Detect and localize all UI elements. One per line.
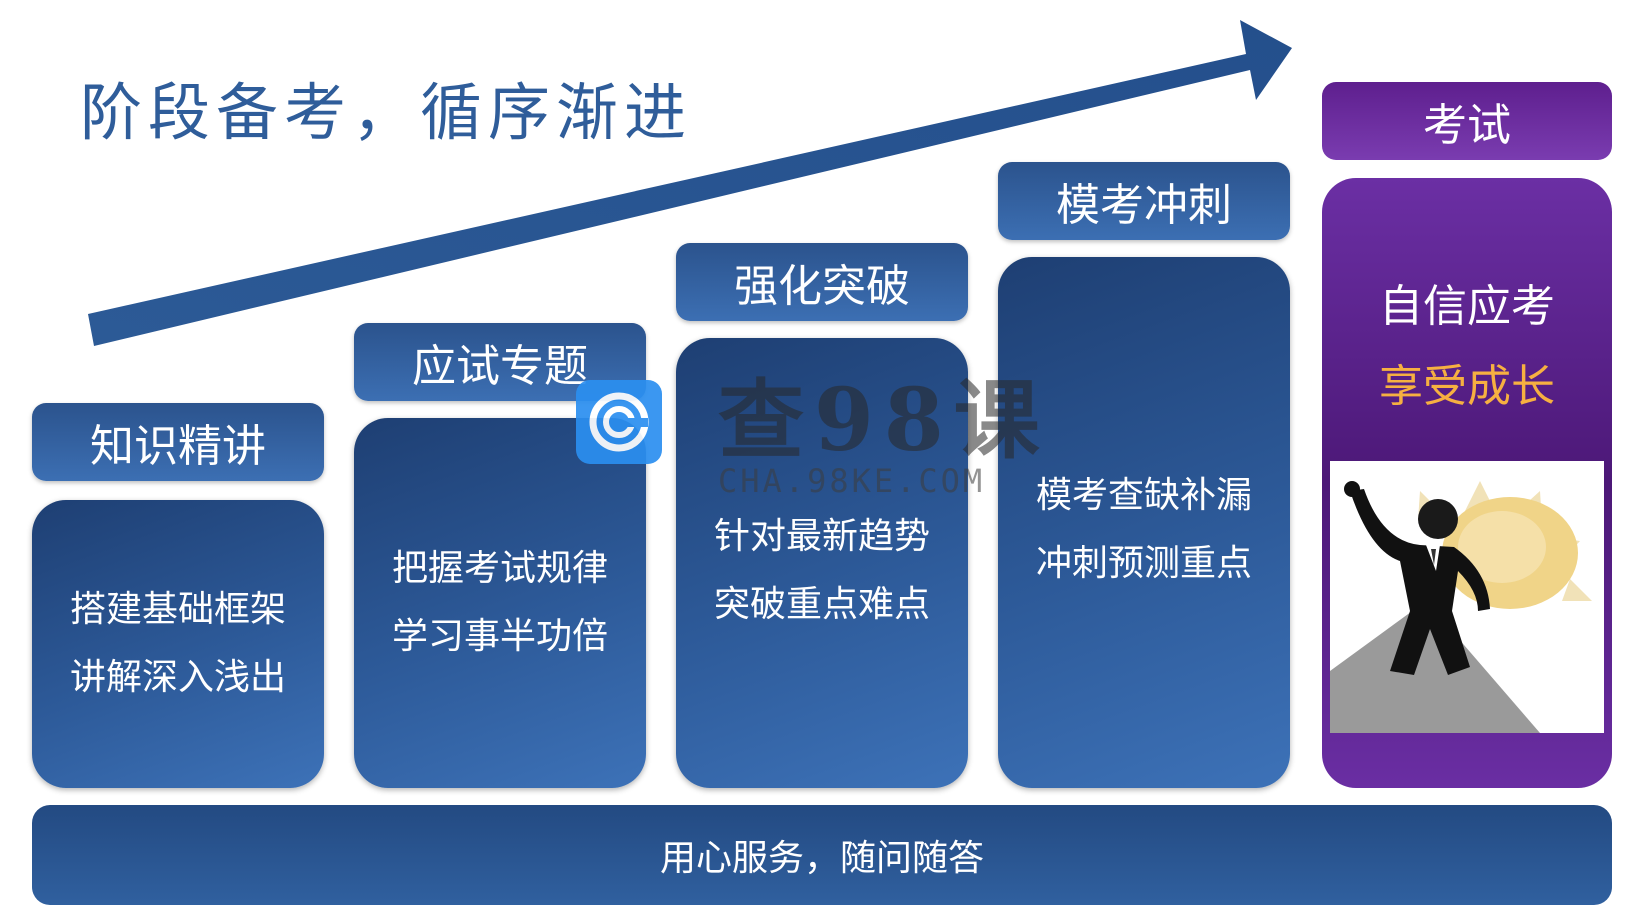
stage-4-line-2: 冲刺预测重点: [1035, 543, 1252, 584]
watermark-logo-icon: [576, 380, 662, 464]
page-title: 阶段备考，循序渐进: [80, 76, 693, 149]
stage-1-line-2: 讲解深入浅出: [69, 657, 286, 698]
exam-line-2: 享受成长: [1379, 361, 1555, 412]
stage-label-1: 知识精讲: [32, 403, 324, 481]
stage-3-line-2: 突破重点难点: [713, 584, 930, 625]
exam-box: 自信应考 享受成长: [1322, 178, 1612, 788]
stage-1-line-1: 搭建基础框架: [69, 589, 286, 630]
watermark-text: 查98课: [718, 370, 1050, 471]
stage-box-1: 搭建基础框架 讲解深入浅出: [32, 500, 324, 788]
stage-box-3: 针对最新趋势 突破重点难点: [676, 338, 968, 788]
success-illustration: [1330, 461, 1604, 733]
stage-2-line-1: 把握考试规律: [391, 548, 608, 589]
stage-4-line-1: 模考查缺补漏: [1035, 475, 1252, 516]
stage-2-line-2: 学习事半功倍: [391, 616, 608, 657]
service-footer: 用心服务，随问随答: [32, 805, 1612, 905]
watermark-url: CHA.98KE.COM: [718, 462, 986, 500]
stage-box-2: 把握考试规律 学习事半功倍: [354, 418, 646, 788]
stage-label-3: 强化突破: [676, 243, 968, 321]
stage-box-4: 模考查缺补漏 冲刺预测重点: [998, 257, 1290, 788]
stage-3-line-1: 针对最新趋势: [713, 516, 930, 557]
exam-label: 考试: [1322, 82, 1612, 160]
stage-label-4: 模考冲刺: [998, 162, 1290, 240]
exam-line-1: 自信应考: [1379, 281, 1555, 332]
